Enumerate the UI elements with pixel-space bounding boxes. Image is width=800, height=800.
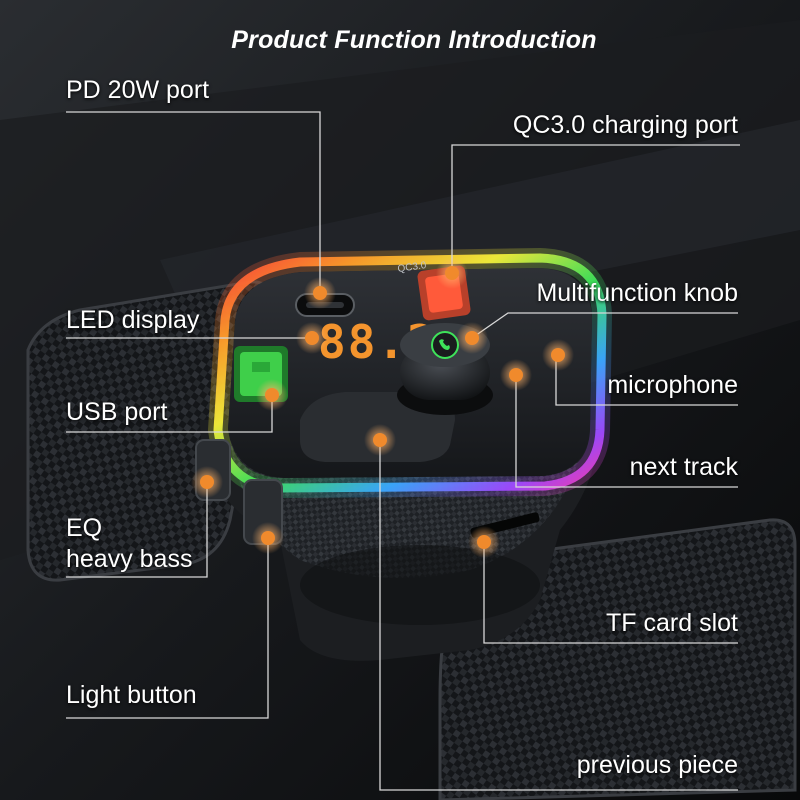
label-previous: previous piece — [576, 751, 738, 779]
label-knob: Multifunction knob — [536, 279, 738, 307]
marker-eq — [191, 466, 223, 498]
label-heavy-bass: heavy bass — [66, 545, 193, 573]
marker-previous — [364, 424, 396, 456]
label-usb-port: USB port — [66, 398, 168, 426]
qc-port-marking: QC3.0 — [397, 260, 428, 275]
marker-qc-port — [436, 257, 468, 289]
page-title: Product Function Introduction — [231, 26, 597, 54]
marker-led-display — [296, 322, 328, 354]
marker-light-button — [252, 522, 284, 554]
label-tf-slot: TF card slot — [606, 609, 738, 637]
marker-microphone — [542, 339, 574, 371]
marker-knob — [456, 322, 488, 354]
marker-next-track — [500, 359, 532, 391]
label-pd-port: PD 20W port — [66, 76, 210, 104]
label-light-button: Light button — [66, 681, 197, 709]
label-eq: EQ — [66, 514, 103, 542]
marker-pd-port — [304, 277, 336, 309]
marker-usb-port — [256, 379, 288, 411]
marker-tf-slot — [468, 526, 500, 558]
label-microphone: microphone — [607, 371, 738, 399]
label-next-track: next track — [629, 453, 738, 481]
label-led-display: LED display — [66, 306, 200, 334]
label-qc-port: QC3.0 charging port — [512, 111, 738, 139]
